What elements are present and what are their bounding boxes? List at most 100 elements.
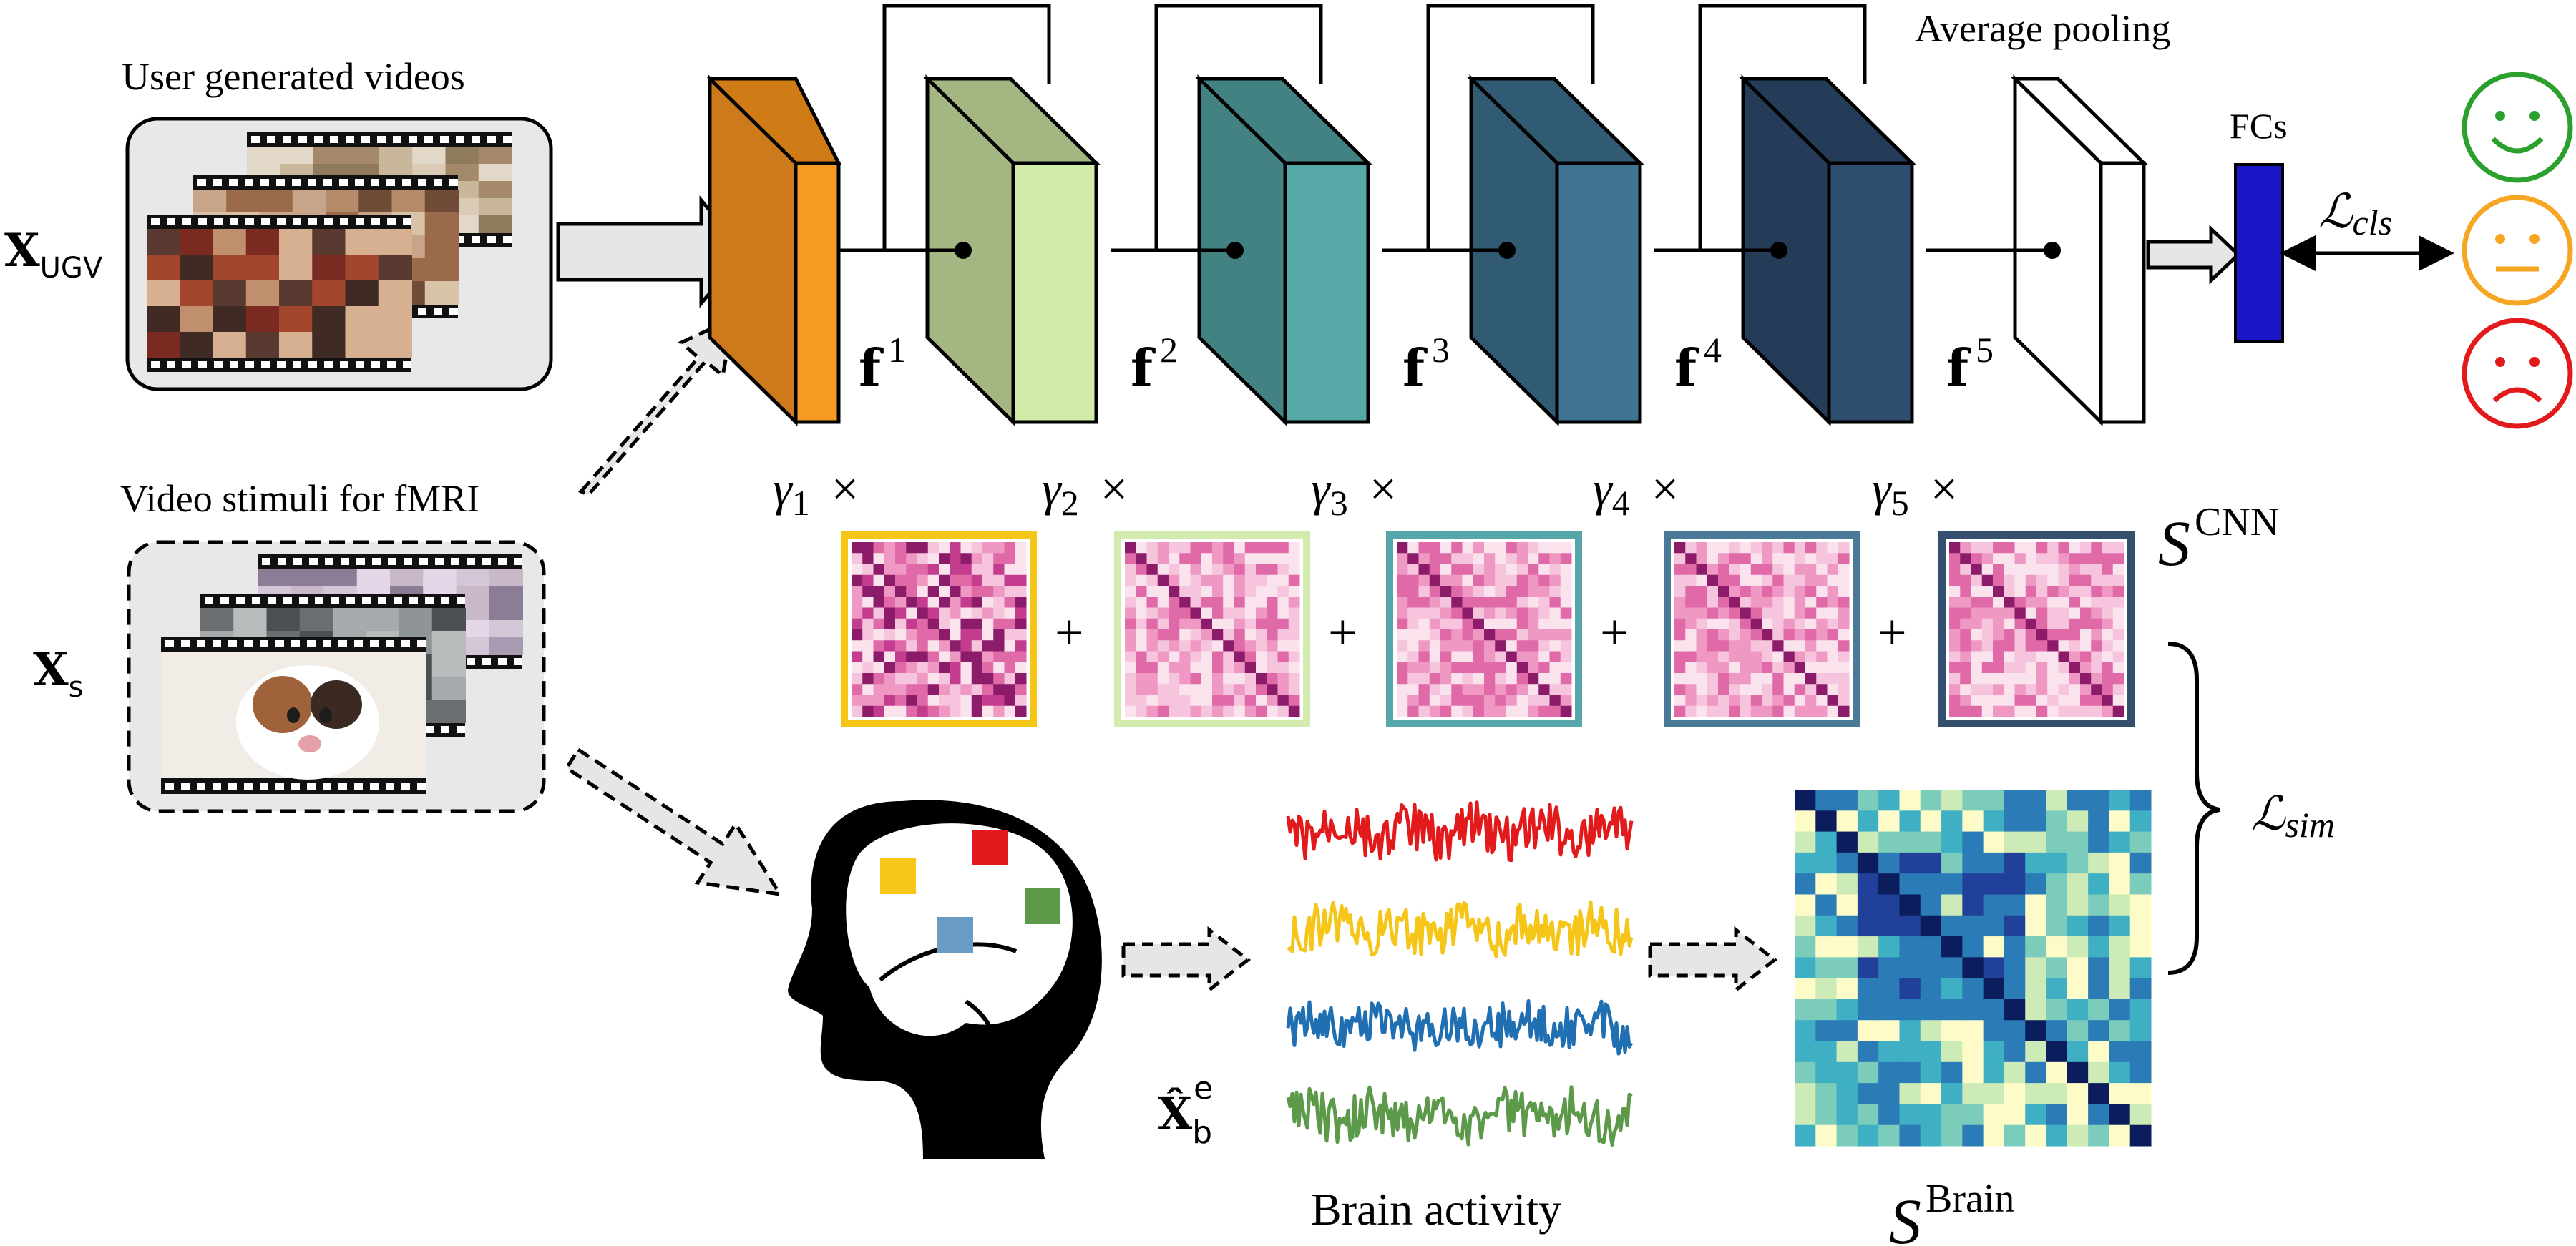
brain-sim-cell [1983,957,2005,979]
brain-sim-cell [2025,873,2047,895]
brain-sim-cell [1857,1104,1879,1126]
brain-sim-cell [1920,978,1942,1000]
plus-sign-4: + [1878,604,1907,661]
brain-sim-cell [1836,1020,1858,1042]
ugv-film-strips [147,132,512,372]
brain-sim-cell [1941,852,1963,874]
brain-sim-cell [1815,1061,1838,1084]
brain-sim-cell [1815,810,1838,833]
brain-estimate-label: X̂be [1158,1070,1213,1151]
brain-sim-cell [2067,790,2089,811]
brain-sim-cell [2109,831,2131,853]
brain-sim-cell [1962,1041,1984,1063]
brain-sim-cell [1795,978,1816,1000]
brain-sim-cell [2004,999,2026,1021]
brain-sim-cell [1920,1124,1942,1147]
brain-sim-cell [1857,810,1879,833]
brain-sim-cell [2129,1083,2152,1104]
brain-sim-cell [1983,831,2005,853]
brain-similarity-matrix [1795,790,2152,1147]
feature-tap-3 [1498,242,1516,259]
brain-sim-cell [1815,978,1838,1000]
activity-to-matrix-arrow [1648,926,1778,994]
brain-sim-cell [1983,873,2005,895]
brain-sim-cell [2004,936,2026,958]
brain-sim-cell [2109,1041,2131,1063]
brain-sim-cell [1920,957,1942,979]
brain-sim-cell [2129,1020,2152,1042]
brain-sim-cell [1983,1083,2005,1104]
brain-sim-cell [2025,831,2047,853]
brain-sim-cell [2067,1061,2089,1084]
brain-sim-cell [1836,1041,1858,1063]
brain-sim-cell [2025,894,2047,916]
brain-sim-cell [2088,978,2109,1000]
brain-sim-cell [2067,1020,2089,1042]
brain-sim-cell [1983,978,2005,1000]
brain-sim-cell [1962,978,1984,1000]
brain-sim-cell [1815,790,1838,811]
brain-sim-cell [1983,790,2005,811]
brain-sim-cell [1857,873,1879,895]
brain-sim-cell [2004,1041,2026,1063]
brain-sim-cell [2088,1124,2109,1147]
residual-stage-2 [1154,4,1373,426]
ugv-title: User generated videos [122,55,465,98]
brain-head [788,800,1102,1159]
brain-sim-cell [1920,1083,1942,1104]
brain-sim-cell [1983,1104,2005,1126]
weight-gamma-5: γ5× [1872,461,1958,523]
brain-sim-cell [2088,810,2109,833]
stimuli-symbol: Xs [33,643,84,704]
brain-sim-cell [1920,810,1942,833]
brain-sim-cell [1815,999,1838,1021]
brain-sim-cell [1878,1104,1900,1126]
brain-sim-cell [2046,1083,2068,1104]
brain-sim-cell [2109,1124,2131,1147]
brain-sim-cell [2129,957,2152,979]
brain-sim-cell [1815,1041,1838,1063]
brain-sim-cell [2067,999,2089,1021]
brain-sim-cell [2046,810,2068,833]
brain-sim-cell [1899,936,1921,958]
brain-sim-cell [2109,978,2131,1000]
brain-sim-cell [1962,790,1984,811]
brain-sim-cell [2025,1104,2047,1126]
brain-sim-cell [1983,999,2005,1021]
brain-sim-cell [1815,1020,1838,1042]
brain-sim-cell [1836,894,1858,916]
brain-sim-cell [2046,1020,2068,1042]
brain-sim-cell [1815,915,1838,937]
brain-sim-cell [1836,999,1858,1021]
brain-sim-cell [1815,936,1838,958]
brain-sim-cell [1795,894,1816,916]
brain-sim-cell [1836,831,1858,853]
brain-sim-cell [2025,852,2047,874]
brain-sim-cell [2129,1041,2152,1063]
brain-sim-cell [2067,978,2089,1000]
brain-sim-cell [1962,1020,1984,1042]
brain-sim-cell [2088,1083,2109,1104]
brain-sim-cell [2004,1020,2026,1042]
plus-sign-1: + [1055,604,1084,661]
brain-sim-cell [1836,1061,1858,1084]
stimuli-to-brain-arrow [564,747,784,897]
emotion-faces [2462,72,2573,429]
brain-sim-cell [2088,999,2109,1021]
brain-sim-cell [1857,957,1879,979]
brain-sim-cell [1941,978,1963,1000]
brain-sim-cell [1899,1104,1921,1126]
brain-sim-cell [1941,1020,1963,1042]
brain-sim-cell [1941,790,1963,811]
brain-sim-cell [2109,1104,2131,1126]
layer-weights: γ1×γ2×γ3×γ4×γ5× [773,461,1958,523]
brain-sim-cell [2088,894,2109,916]
brain-sim-cell [1962,831,1984,853]
brain-sim-cell [1795,1083,1816,1104]
brain-sim-cell [1941,957,1963,979]
brain-sim-cell [1962,915,1984,937]
